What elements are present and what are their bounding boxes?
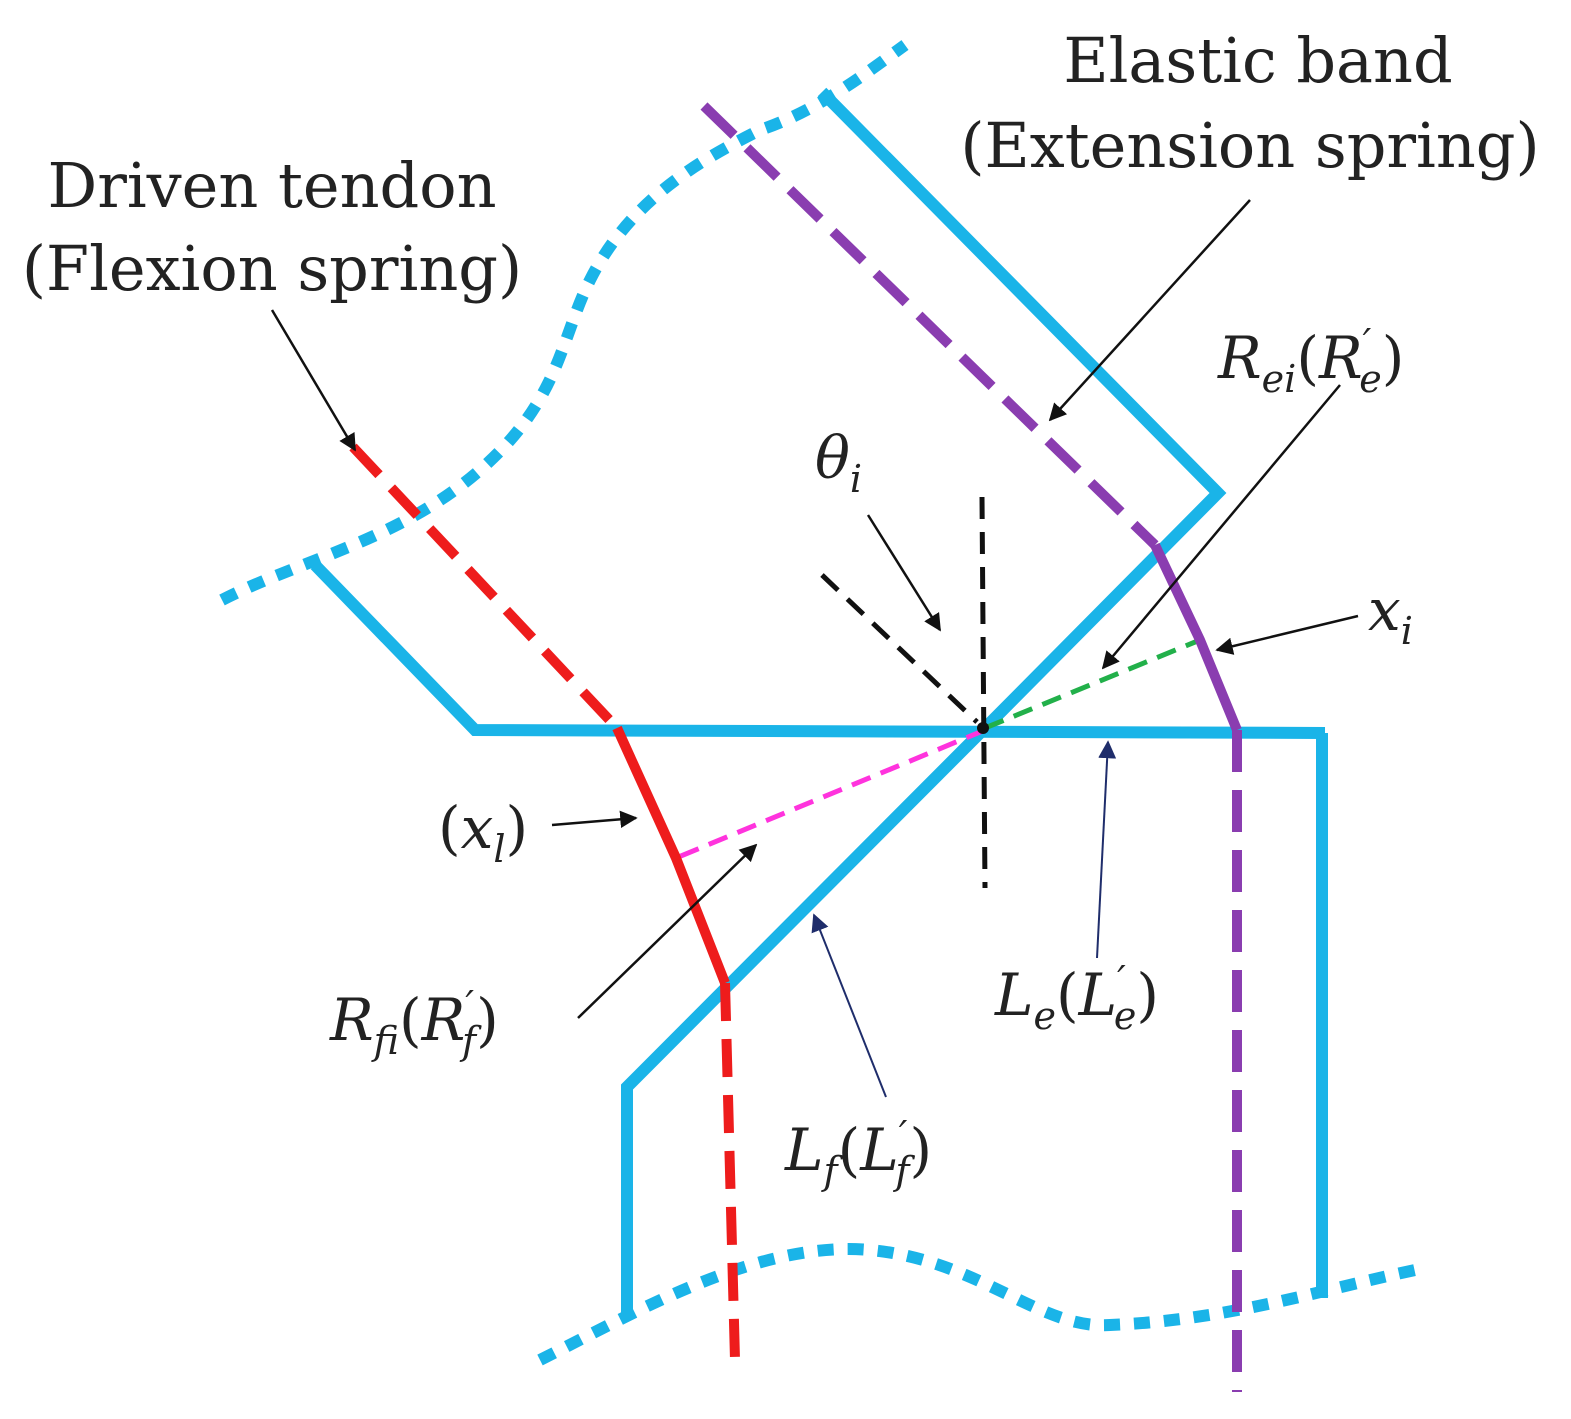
extension-band-dashed-upper <box>700 102 1159 549</box>
lower-link-outline <box>621 723 990 1318</box>
theta-arrow <box>866 514 942 632</box>
x-i-label: xi <box>1368 576 1413 653</box>
r-ei-label: Rei(R′e) <box>1217 321 1404 401</box>
r-fi-label: Rfi(R′f) <box>329 983 499 1063</box>
driven-tendon-label: Driven tendon <box>47 149 496 222</box>
le-arrow <box>1096 740 1117 959</box>
extension-spring-label: (Extension spring) <box>960 109 1539 182</box>
xi-arrow <box>1215 614 1359 655</box>
extension-moment-arm-arrow <box>1101 384 1341 670</box>
theta-i-label: θi <box>815 424 862 501</box>
flexion-moment-arm-line <box>675 727 986 861</box>
joint-center-point <box>977 722 989 734</box>
joint-vertical-reference <box>979 496 988 889</box>
upper-link-outline-right <box>817 87 1227 733</box>
extension-band-solid <box>1150 542 1242 732</box>
lower-link-break-line <box>537 1243 1417 1366</box>
flexion-tendon-dashed-lower <box>720 982 740 1361</box>
upper-link-outline <box>310 560 1326 739</box>
flexion-tendon-dashed-upper <box>349 443 621 732</box>
xl-arrow <box>551 810 638 829</box>
lf-arrow <box>811 913 887 1098</box>
driven-tendon-arrow <box>270 309 357 452</box>
elastic-band-arrow <box>1048 199 1251 422</box>
flexion-tendon-solid <box>612 725 730 985</box>
upper-link-break-line <box>219 40 909 606</box>
flexion-moment-arm-arrow <box>577 843 758 1019</box>
l-f-label: Lf(L′f) <box>784 1113 932 1193</box>
x-l-label: (xl) <box>438 794 528 871</box>
l-e-label: Le(L′e) <box>994 958 1159 1038</box>
joint-tilted-reference <box>820 573 979 724</box>
elastic-band-label: Elastic band <box>1063 24 1452 97</box>
extension-moment-arm-line <box>984 637 1201 731</box>
flexion-spring-label: (Flexion spring) <box>22 232 522 305</box>
